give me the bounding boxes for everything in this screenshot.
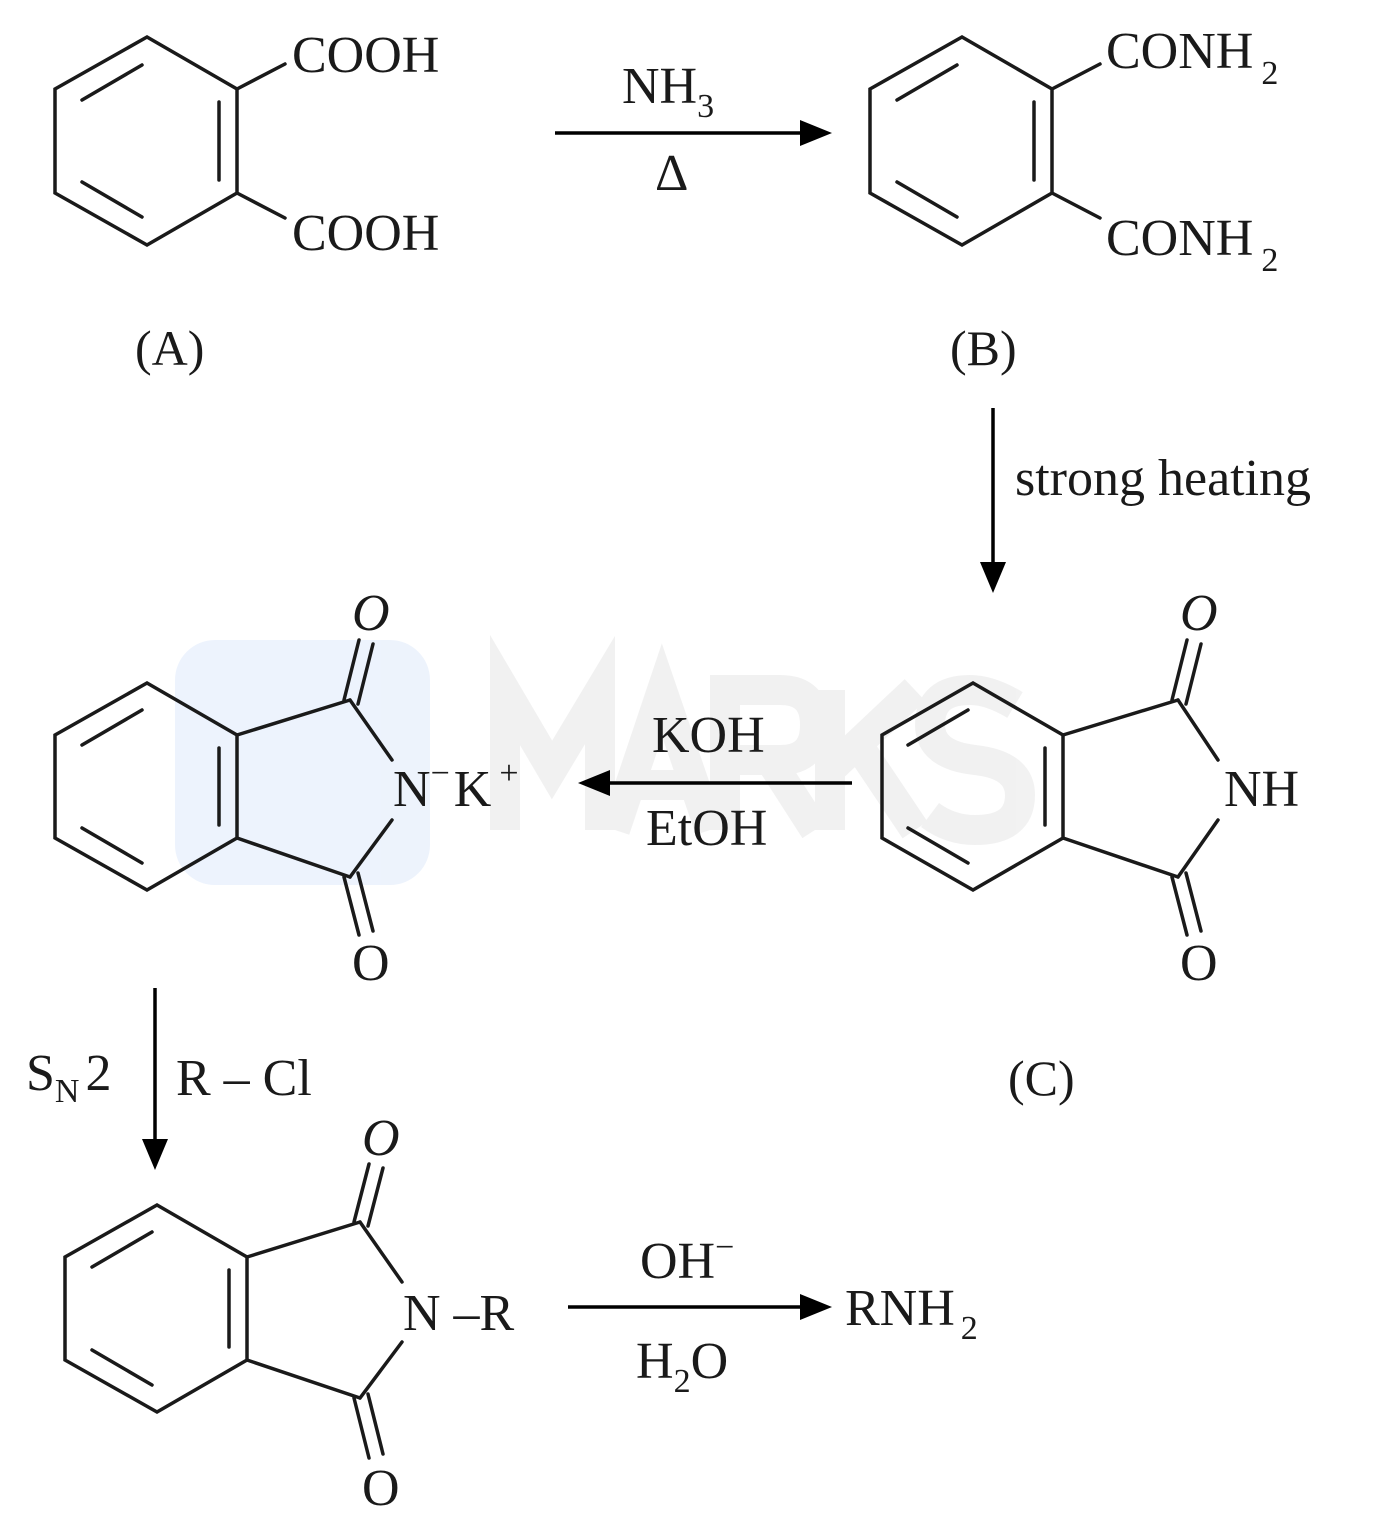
arrow-step-1: NH3 Δ	[555, 58, 832, 202]
reagent-koh: KOH	[652, 707, 765, 764]
compound-a-label: (A)	[135, 320, 204, 376]
oxygen-bottom: O	[1180, 935, 1218, 992]
compound-a: COOH COOH (A)	[53, 27, 439, 376]
reagent-etoh: EtOH	[646, 800, 767, 857]
strong-heating-label: strong heating	[1015, 450, 1311, 507]
reagent-water: H2O	[636, 1333, 728, 1400]
compound-d: O O N−K+	[53, 585, 519, 992]
nh-label: NH	[1224, 761, 1299, 818]
reagent-nh3: NH3	[622, 58, 714, 125]
n-alkyl-label: N –R	[403, 1285, 515, 1342]
compound-e: O O N –R	[63, 1110, 515, 1517]
compound-c-label: (C)	[1008, 1050, 1075, 1106]
reagent-rcl: R – Cl	[176, 1050, 312, 1107]
oxygen-bottom: O	[362, 1460, 400, 1517]
oxygen-top: O	[352, 585, 390, 642]
reagent-hydroxide: OH−	[640, 1229, 734, 1290]
cooh-label: COOH	[292, 205, 439, 262]
oxygen-bottom: O	[352, 935, 390, 992]
oxygen-top: O	[362, 1110, 400, 1167]
arrow-step-3: KOH EtOH	[578, 707, 852, 857]
watermark-logo	[175, 634, 1036, 885]
heat-symbol: Δ	[655, 145, 688, 202]
oxygen-top: O	[1180, 585, 1218, 642]
compound-c: O O NH (C)	[880, 585, 1299, 1106]
arrow-step-2: strong heating	[980, 408, 1311, 593]
compound-b-label: (B)	[950, 320, 1017, 376]
potassium-salt-label: N−K+	[393, 755, 519, 818]
cooh-label: COOH	[292, 27, 439, 84]
